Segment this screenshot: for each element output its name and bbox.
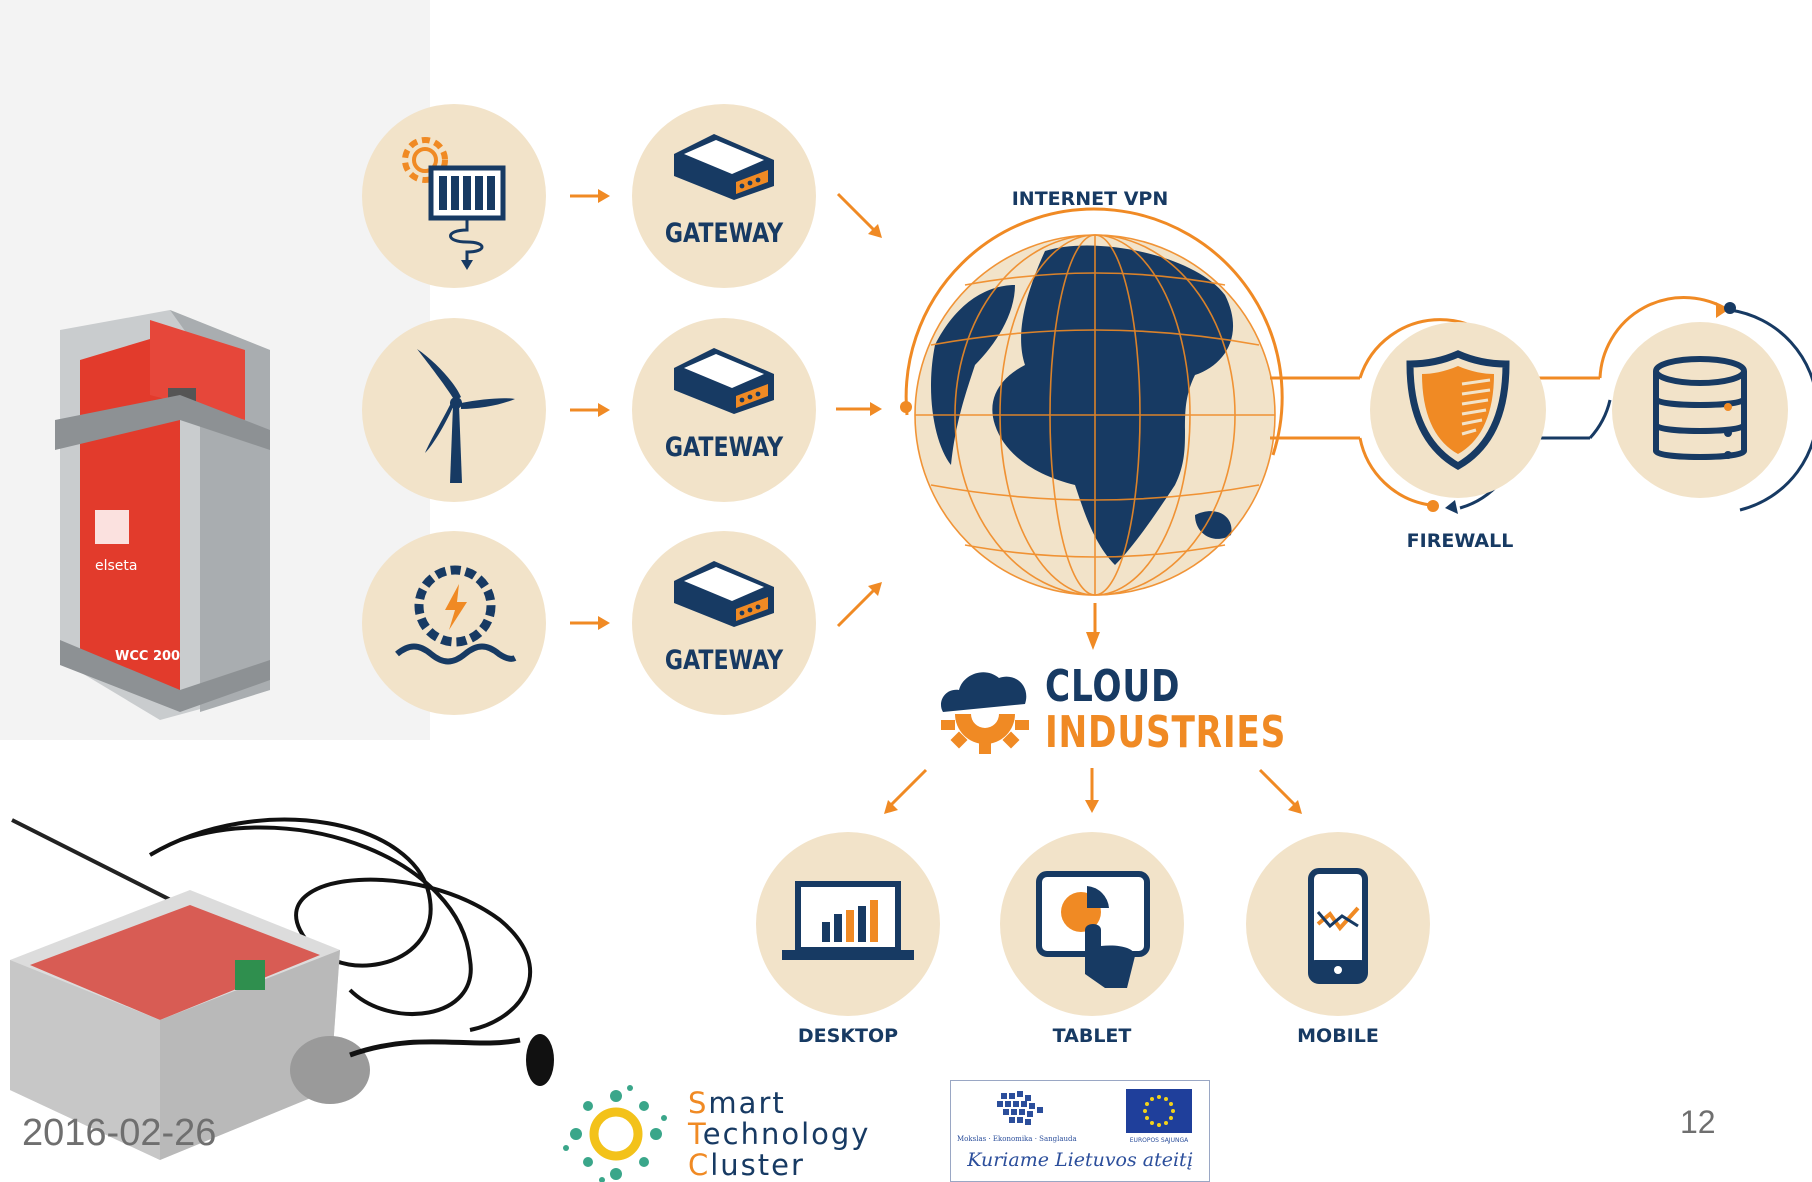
arrow-cloud-to-desktop: [884, 768, 928, 814]
eu-flag-icon: [1126, 1089, 1192, 1133]
gateway-label: GATEWAY: [664, 432, 784, 463]
stc-line-smart: Smart: [688, 1088, 786, 1119]
database-icon: [1653, 356, 1747, 460]
firewall-label: FIREWALL: [1406, 530, 1514, 552]
gateway-circle-3: GATEWAY: [632, 531, 816, 715]
arrow-cloud-to-tablet: [1085, 768, 1099, 813]
gateway-circle-1: GATEWAY: [632, 104, 816, 288]
stc-line-cluster: Cluster: [688, 1150, 805, 1181]
arrow-wind-to-gateway: [570, 403, 610, 417]
arrow-globe-to-cloud: [1086, 632, 1100, 650]
svg-text:elseta: elseta: [95, 558, 137, 574]
smartphone-chart-icon: [1308, 868, 1368, 984]
gateway-label: GATEWAY: [664, 218, 784, 249]
gateway-circle-2: GATEWAY: [632, 318, 816, 502]
arrow-cloud-to-mobile: [1258, 768, 1302, 814]
cloud-industries-word-industries: INDUSTRIES: [1045, 707, 1287, 758]
stc-initial-t: T: [688, 1117, 703, 1151]
slide-page-number: 12: [1680, 1104, 1716, 1140]
client-label-mobile: MOBILE: [1297, 1025, 1379, 1047]
arrow-solar-to-gateway: [570, 189, 610, 203]
stc-line-technology: Technology: [688, 1119, 870, 1150]
scg-device-photo: [10, 817, 554, 1160]
firewall-shield-icon: [1406, 350, 1510, 471]
solar-panel-icon: [402, 137, 506, 270]
svg-text:WCC 200: WCC 200: [115, 649, 180, 664]
stc-rest-smart: mart: [708, 1086, 786, 1120]
database-circle: [1612, 322, 1788, 498]
eu-union-text: EUROPOS SĄJUNGA: [1129, 1137, 1189, 1144]
gateway-device-icon: [674, 348, 774, 414]
gateway-label: GATEWAY: [664, 645, 784, 676]
arrow-gateway2-to-globe: [836, 402, 882, 416]
tablet-touch-icon: [1036, 871, 1150, 988]
wind-turbine-icon: [417, 349, 515, 483]
gateway-device-icon: [674, 561, 774, 627]
wcc200-device-photo: elseta WCC 200: [0, 0, 430, 740]
arrow-hydro-to-gateway: [570, 616, 610, 630]
gateway-device-icon: [674, 134, 774, 200]
smart-technology-cluster-logo-icon: [563, 1085, 667, 1182]
eu-slogan: Kuriame Lietuvos ateitį: [967, 1149, 1193, 1171]
internet-vpn-label: INTERNET VPN: [1011, 188, 1169, 210]
eu-small-text: Mokslas · Ekonomika · Sanglauda: [957, 1135, 1077, 1143]
stc-rest-technology: echnology: [702, 1117, 871, 1151]
client-label-desktop: DESKTOP: [797, 1025, 899, 1047]
arrow-gateway3-to-globe: [836, 582, 882, 628]
stc-rest-cluster: luster: [710, 1148, 805, 1182]
eu-support-logo: Mokslas · Ekonomika · Sanglauda EUROPOS …: [950, 1080, 1210, 1182]
lithuania-mosaic-icon: [997, 1091, 1043, 1125]
hydro-power-icon: [395, 565, 517, 665]
stc-initial-c: C: [688, 1148, 711, 1182]
client-label-tablet: TABLET: [1052, 1025, 1132, 1047]
globe-icon: [900, 207, 1284, 633]
arrow-gateway1-to-globe: [836, 192, 882, 238]
laptop-chart-icon: [782, 881, 914, 960]
cloud-industries-word-cloud: CLOUD: [1045, 661, 1181, 712]
stc-initial-s: S: [688, 1086, 709, 1120]
cloud-industries-logo-icon: [940, 672, 1029, 754]
slide-date: 2016-02-26: [22, 1112, 217, 1154]
